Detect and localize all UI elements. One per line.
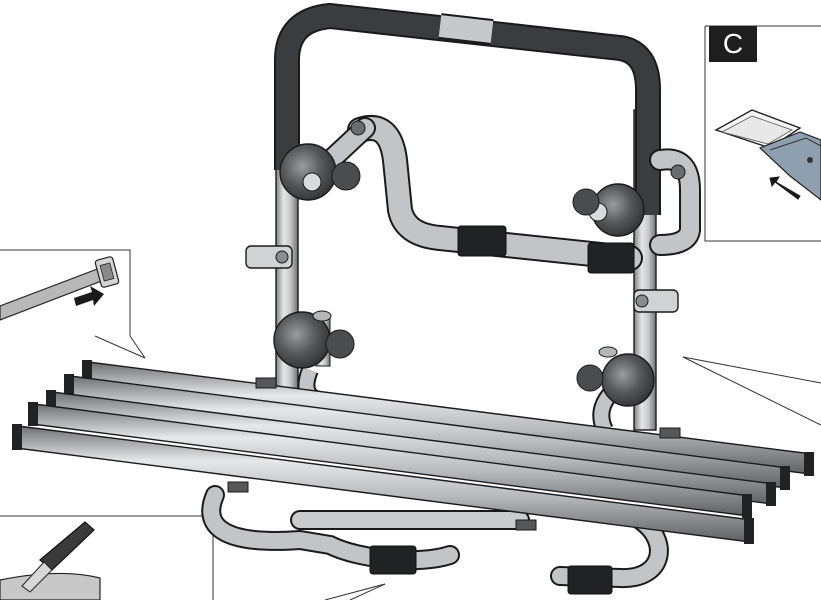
- pivot-bolt: [670, 164, 686, 180]
- callout-label-c: C: [709, 26, 757, 62]
- clamp-knob: [273, 310, 355, 369]
- clamp-knob: [279, 143, 361, 201]
- clamp-knob: [572, 183, 645, 237]
- callout-strap-panel: [0, 249, 146, 359]
- rubber-pad: [567, 565, 613, 595]
- rubber-pad: [457, 225, 507, 257]
- wheel-rail: [64, 374, 790, 490]
- wheel-rail: [28, 402, 752, 518]
- rubber-pad: [369, 545, 417, 575]
- wheel-rail: [12, 424, 754, 544]
- pivot-bolt: [350, 120, 366, 136]
- push-arrow-icon: [74, 286, 104, 306]
- clamp-knobs: [273, 120, 686, 407]
- callout-c-panel: [704, 25, 821, 242]
- callout-trim-panel: [0, 515, 214, 600]
- wheel-rail: [82, 360, 814, 476]
- rubber-pad: [587, 242, 635, 274]
- push-arrow-icon: [769, 176, 801, 200]
- leader-lines: [324, 356, 821, 600]
- clamp-knob: [576, 346, 655, 407]
- wheel-rails: [12, 360, 814, 544]
- lower-support-frame: [201, 485, 669, 595]
